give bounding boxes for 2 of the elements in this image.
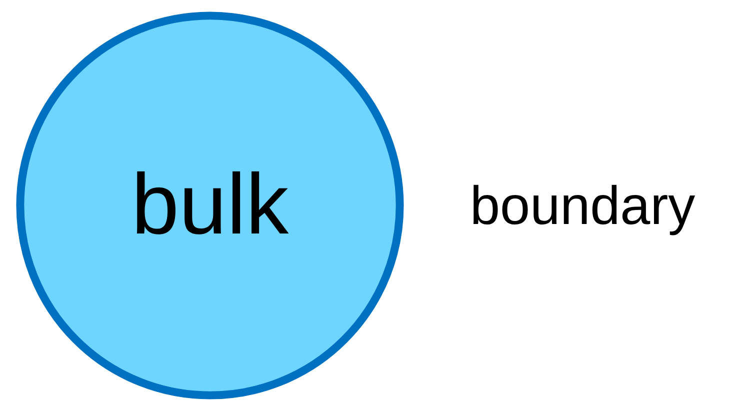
node-circle: bulk [16, 12, 404, 400]
boundary-label: boundary [470, 174, 696, 236]
